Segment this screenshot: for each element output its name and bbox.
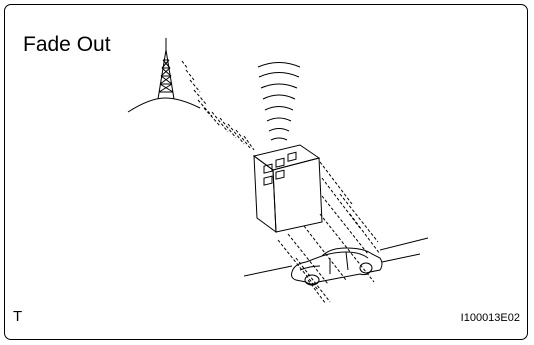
radio-wave-beam-shadow	[278, 162, 380, 304]
reflected-waves	[258, 63, 300, 141]
road	[244, 238, 428, 276]
car	[292, 248, 383, 285]
building	[254, 145, 322, 232]
radio-tower	[128, 38, 200, 112]
radio-wave-beam-tower	[182, 61, 254, 150]
